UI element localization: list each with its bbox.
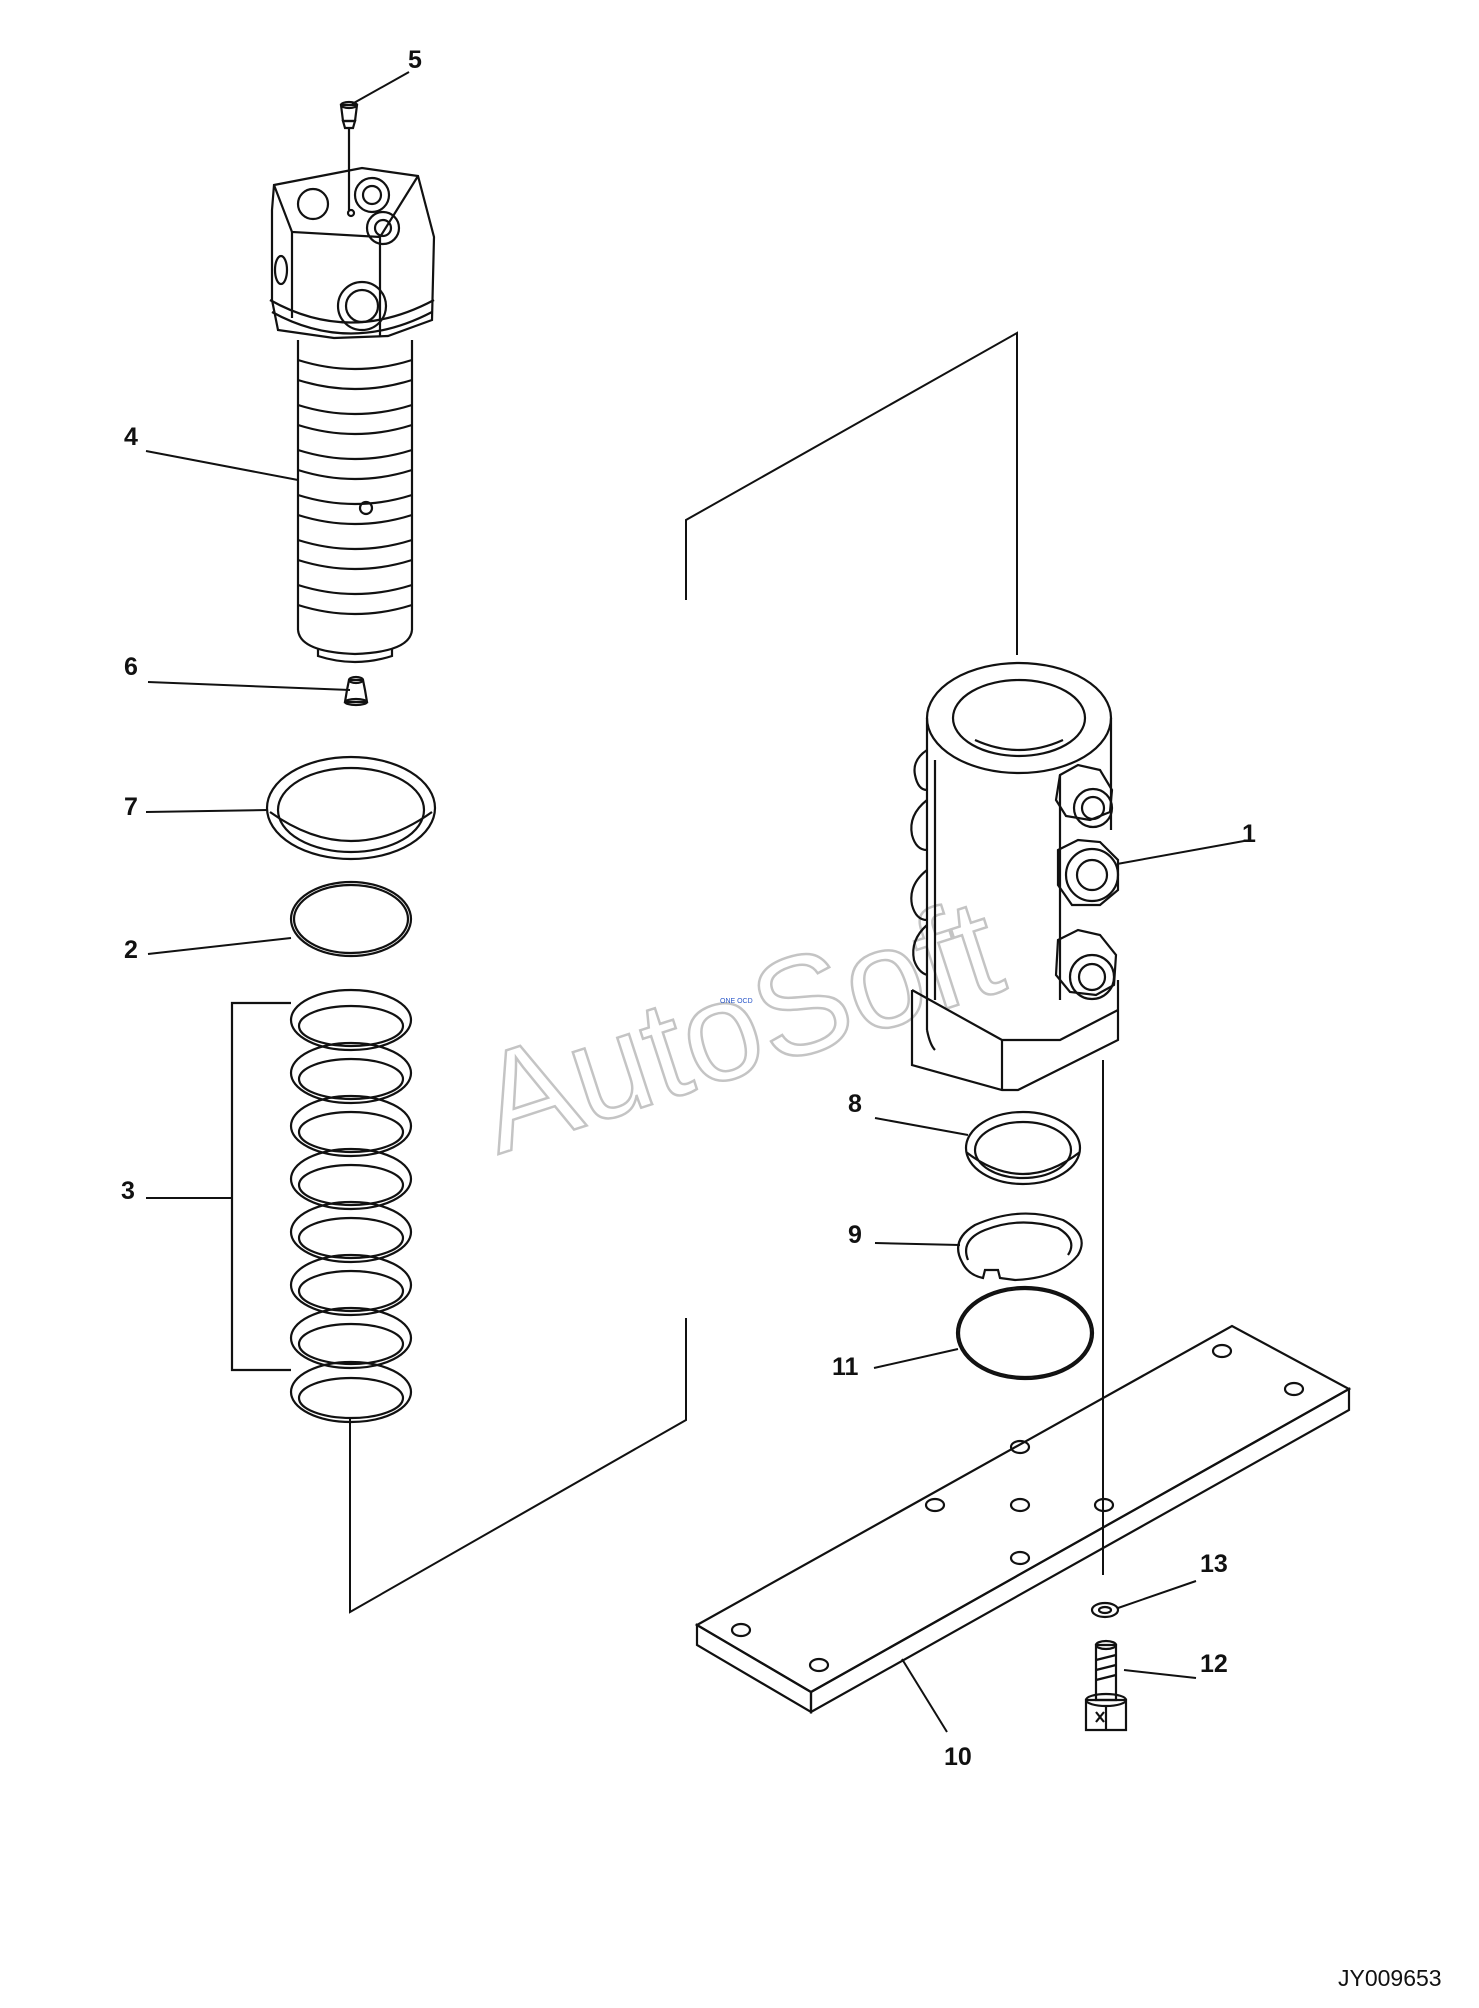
part-1-valve-housing — [910, 661, 1120, 1092]
callout-10: 10 — [944, 1743, 972, 1771]
part-7-backup-ring — [265, 755, 437, 861]
callout-6: 6 — [124, 653, 138, 681]
callout-12: 12 — [1200, 1650, 1228, 1678]
part-3-spring-stack — [230, 988, 413, 1424]
callout-9: 9 — [848, 1221, 862, 1249]
callout-5: 5 — [408, 46, 422, 74]
callout-7: 7 — [124, 793, 138, 821]
watermark-mini-text: ONE OCD — [720, 998, 753, 1005]
part-4-spool-body — [269, 166, 436, 664]
part-13-washer — [1090, 1601, 1120, 1619]
callout-labels: 5 4 6 7 2 3 1 8 9 11 10 13 12 — [121, 46, 1256, 1771]
part-6-plug — [343, 675, 369, 707]
callout-1: 1 — [1242, 820, 1256, 848]
callout-3: 3 — [121, 1177, 135, 1205]
part-10-plate — [694, 1324, 1352, 1714]
part-8-backup-ring — [964, 1110, 1082, 1186]
part-2-o-ring — [289, 880, 413, 958]
assembly-guide-lines — [349, 331, 1104, 1614]
part-9-snap-ring — [957, 1212, 1083, 1282]
part-5-plug — [339, 100, 359, 210]
part-11-o-ring — [955, 1285, 1095, 1381]
part-12-bolt — [1084, 1639, 1128, 1732]
callout-13: 13 — [1200, 1550, 1228, 1578]
callout-2: 2 — [124, 936, 138, 964]
callout-11: 11 — [832, 1353, 859, 1381]
callout-8: 8 — [848, 1090, 862, 1118]
callout-4: 4 — [124, 423, 138, 451]
drawing-id: JY009653 — [1338, 1965, 1442, 1991]
leader-lines — [145, 71, 1245, 1733]
